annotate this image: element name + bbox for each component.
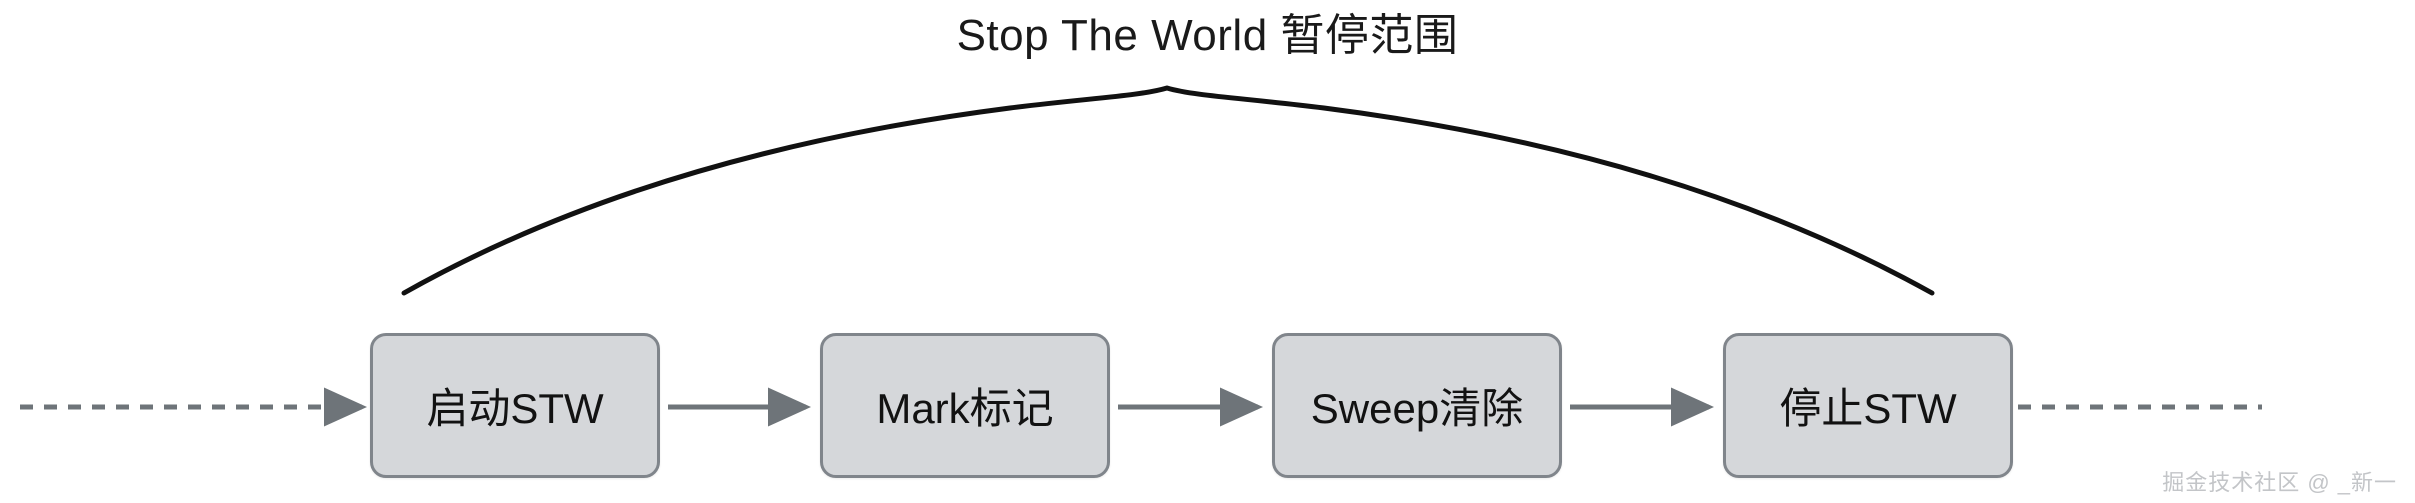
flow-node-label: 停止STW: [1779, 385, 1957, 432]
flow-node-label: Sweep清除: [1310, 385, 1524, 432]
flow-node-label: 启动STW: [426, 385, 604, 432]
flow-node-stop-stw[interactable]: 停止STW: [1723, 333, 2013, 478]
page-title: Stop The World 暂停范围: [956, 11, 1459, 60]
stop-the-world-span-brace: [401, 85, 1935, 296]
flow-node-label: Mark标记: [876, 385, 1054, 432]
flow-node-sweep[interactable]: Sweep清除: [1272, 333, 1562, 478]
flow-node-mark[interactable]: Mark标记: [820, 333, 1110, 478]
flow-node-start-stw[interactable]: 启动STW: [370, 333, 660, 478]
watermark: 掘金技术社区 @ _新一: [2162, 470, 2397, 495]
